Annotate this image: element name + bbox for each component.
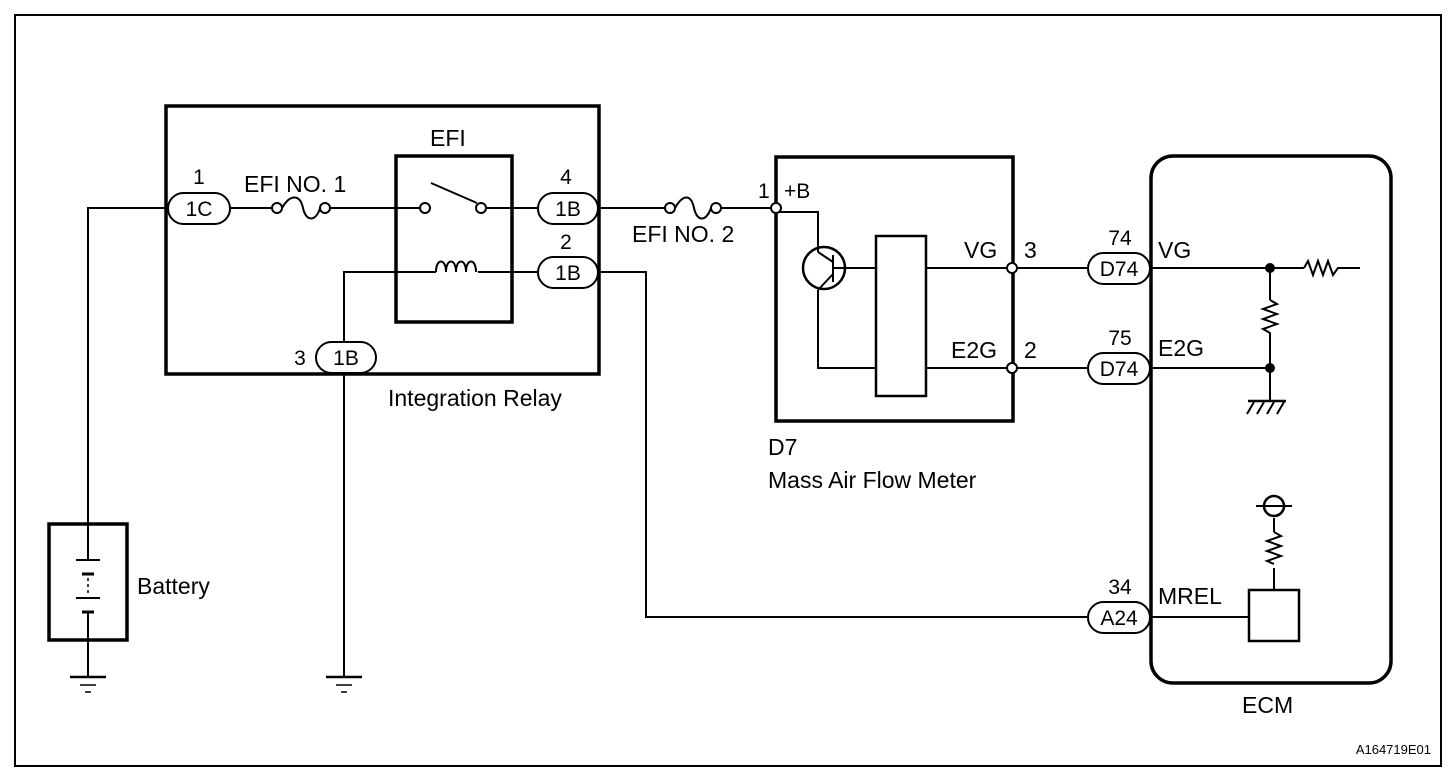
fuse-efi-no2-label: EFI NO. 2 [632, 221, 734, 247]
battery-label: Battery [137, 573, 210, 599]
connector-relay-in: 1C [167, 192, 231, 225]
chassis-ground-icon [1246, 399, 1286, 415]
maf-e2g-pin: 2 [1024, 337, 1037, 363]
connector-code: A24 [1100, 607, 1138, 630]
maf-pin-b: 1 [758, 180, 770, 203]
resistor-icon [1303, 258, 1342, 278]
relay-coil-icon [435, 260, 477, 273]
maf-terminal-b [770, 202, 782, 214]
fuse-efi-no2-icon [664, 196, 722, 220]
integration-relay-label: Integration Relay [388, 385, 562, 411]
relay-switch-arm [430, 182, 478, 204]
relay-contact-left [419, 202, 431, 214]
pin-number: 74 [1108, 227, 1132, 250]
pin-number: 1 [193, 166, 205, 189]
connector-ecm-vg: D74 [1087, 252, 1151, 285]
connector-relay-coil: 1B [537, 256, 599, 289]
diagram-frame [14, 14, 1442, 767]
efi-relay-label: EFI [430, 125, 466, 151]
maf-vg-pin: 3 [1024, 237, 1037, 263]
connector-code: D74 [1100, 358, 1139, 381]
maf-sensor-block [874, 234, 928, 398]
connector-relay-out: 1B [537, 192, 599, 225]
ecm-mrel-label: MREL [1158, 583, 1222, 609]
junction-dot [1265, 363, 1275, 373]
maf-terminal-vg [1006, 262, 1018, 274]
maf-vg-label: VG [964, 237, 997, 263]
transistor-icon [801, 245, 847, 291]
battery-cell-icon [76, 559, 100, 614]
maf-box [774, 155, 1015, 423]
pin-number: 3 [294, 347, 306, 370]
ecm-box [1149, 154, 1393, 685]
ecm-e2g-label: E2G [1158, 335, 1204, 361]
pin-number: 75 [1108, 327, 1131, 350]
battery-box [47, 522, 129, 642]
efi-relay-box [394, 154, 514, 324]
maf-code-label: D7 [768, 434, 797, 460]
resistor-icon [1260, 299, 1280, 338]
connector-ecm-e2g: D74 [1087, 352, 1151, 385]
ground-icon [70, 675, 106, 693]
ecm-label: ECM [1242, 692, 1293, 718]
mrel-driver-block [1247, 588, 1301, 643]
maf-terminal-b-label: +B [784, 180, 810, 203]
power-source-icon [1256, 494, 1292, 518]
connector-code: 1B [333, 347, 359, 370]
relay-contact-right [475, 202, 487, 214]
maf-terminal-e2g [1006, 362, 1018, 374]
figure-code: A164719E01 [1356, 742, 1431, 757]
connector-ecm-mrel: A24 [1087, 601, 1151, 634]
junction-dot [1265, 263, 1275, 273]
connector-relay-gnd: 1B [315, 341, 377, 374]
pin-number: 34 [1108, 576, 1132, 599]
pin-number: 4 [560, 166, 572, 189]
resistor-icon [1264, 531, 1284, 565]
ecm-vg-label: VG [1158, 237, 1191, 263]
ground-icon [326, 675, 362, 693]
fuse-efi-no1-icon [271, 196, 331, 220]
connector-code: D74 [1100, 258, 1139, 281]
connector-code: 1B [555, 262, 581, 285]
integration-relay-box [164, 104, 601, 376]
maf-name-label: Mass Air Flow Meter [768, 467, 977, 493]
pin-number: 2 [560, 231, 572, 254]
maf-e2g-label: E2G [951, 337, 997, 363]
connector-code: 1B [555, 198, 581, 221]
wires [87, 207, 1360, 676]
connector-code: 1C [186, 198, 213, 221]
fuse-efi-no1-label: EFI NO. 1 [244, 171, 346, 197]
